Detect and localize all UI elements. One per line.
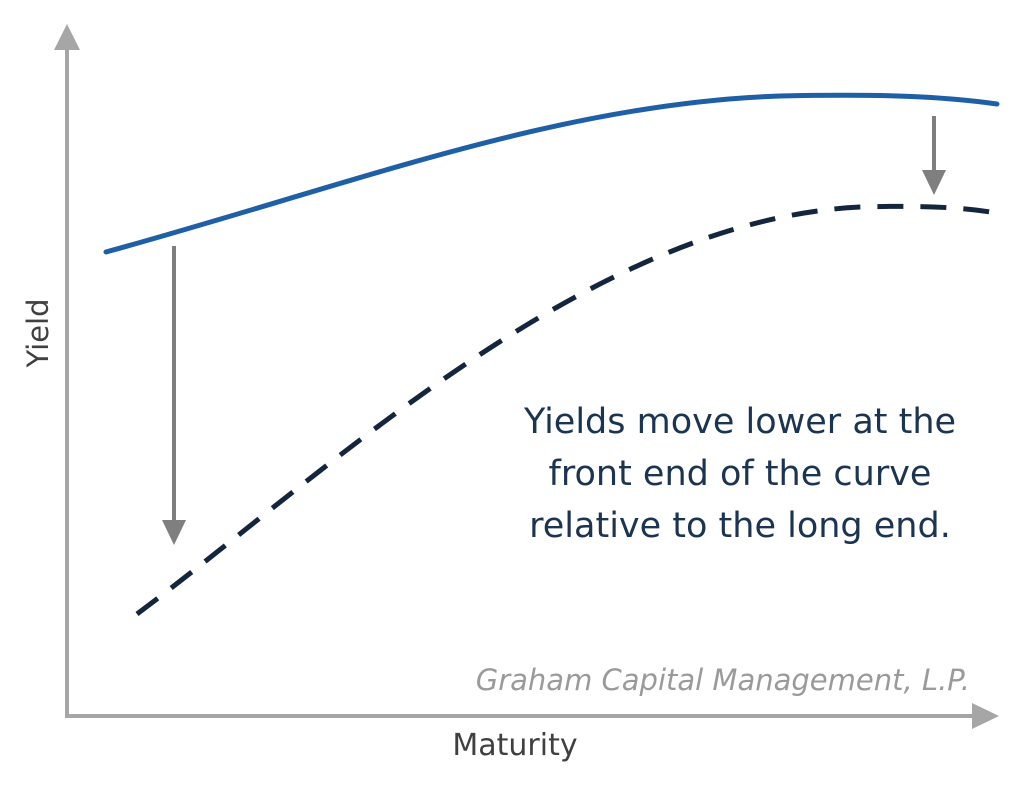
source-credit: Graham Capital Management, L.P. [475,663,970,697]
shifted-yield-curve [135,203,1003,617]
front-end-arrowhead [162,520,186,545]
current-yield-curve [103,92,1000,255]
long-end-arrowhead [922,170,946,195]
y-axis-label: Yield [21,298,55,368]
y-axis-arrowhead [54,24,80,50]
x-axis-label: Maturity [452,728,578,763]
x-axis-arrowhead [972,703,999,729]
annotation-line-1: Yields move lower at the [523,402,957,442]
annotation-line-3: relative to the long end. [529,506,951,546]
annotation-line-2: front end of the curve [548,454,932,494]
annotation-text: Yields move lower at the front end of th… [470,396,1010,552]
